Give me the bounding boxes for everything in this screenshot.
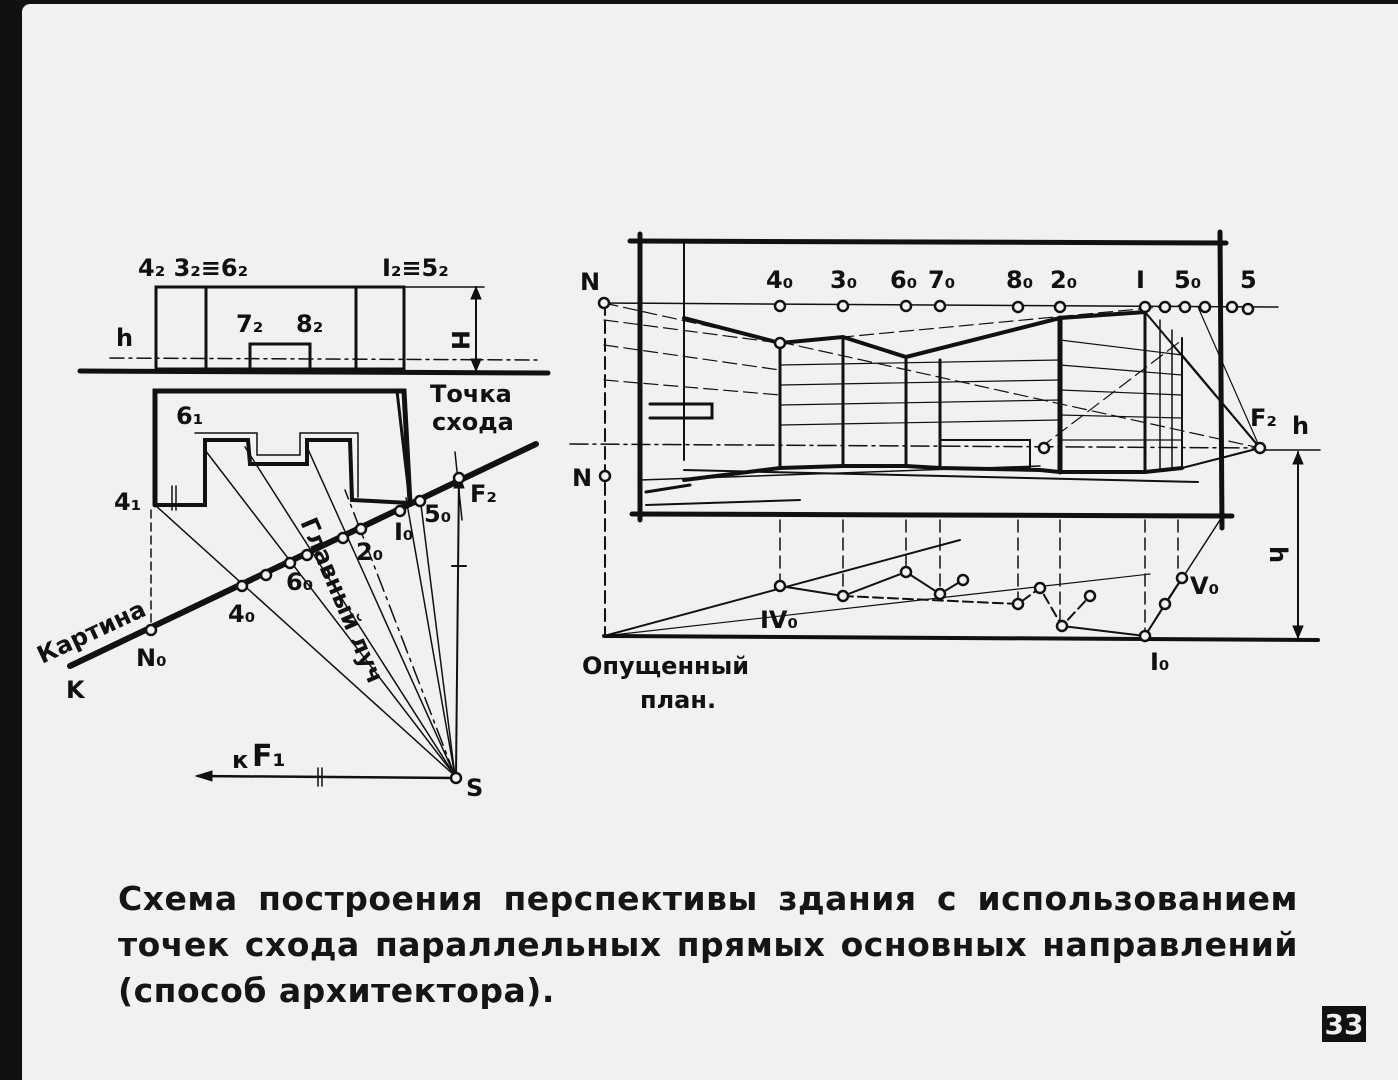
label-50: 5₀ [424, 500, 451, 528]
label-41: 4₁ [114, 488, 141, 516]
label-h-right: h [1292, 412, 1309, 440]
label-H: H [446, 330, 474, 350]
label-IV0: IV₀ [760, 606, 798, 634]
caption-line-3: (способ архитектора). [118, 971, 555, 1010]
caption-line-1: Схема построения перспективы здания с ис… [118, 879, 1298, 918]
label-N-mid: N [572, 464, 592, 492]
label-60: 6₀ [286, 568, 313, 596]
label-F2-plan: F₂ [470, 480, 497, 508]
label-vanishing-2: схода [432, 408, 514, 436]
label-p5: 5 [1240, 266, 1257, 294]
label-h-elev: h [116, 324, 133, 352]
label-h-vertical: h [1264, 546, 1292, 563]
label-K: K [66, 676, 86, 704]
label-F2-persp: F₂ [1250, 404, 1277, 432]
label-82: 8₂ [296, 310, 323, 338]
label-p50: 5₀ [1174, 266, 1201, 294]
label-S: S [466, 774, 483, 802]
label-40: 4₀ [228, 600, 255, 628]
label-F1: F₁ [252, 739, 286, 774]
label-lowered-plan-1: Опущенный [582, 652, 749, 680]
elevation-drawing [77, 285, 551, 376]
label-I0-plan: I₀ [394, 518, 413, 546]
label-V0: V₀ [1190, 572, 1219, 600]
label-p30: 3₀ [830, 266, 857, 294]
caption-line-2: точек схода параллельных прямых основных… [118, 925, 1298, 964]
label-p60: 6₀ [890, 266, 917, 294]
label-I0-persp: I₀ [1150, 648, 1169, 676]
label-N0: N₀ [136, 644, 167, 672]
plan-drawing [67, 388, 539, 787]
label-p70: 7₀ [928, 266, 955, 294]
label-61: 6₁ [176, 402, 203, 430]
label-p20: 2₀ [1050, 266, 1077, 294]
label-p40: 4₀ [766, 266, 793, 294]
label-lowered-plan-2: план. [640, 686, 716, 714]
slide [22, 4, 1398, 1080]
label-p80: 8₀ [1006, 266, 1033, 294]
label-72: 7₂ [236, 310, 263, 338]
label-N-top: N [580, 268, 600, 296]
label-vanishing-1: Точка [430, 380, 512, 408]
label-elev-left: 4₂ 3₂≡6₂ [138, 254, 248, 282]
label-I: I [1136, 266, 1145, 294]
label-to-F1-k: к [232, 746, 248, 774]
label-20: 2₀ [356, 538, 383, 566]
page-number-badge: 33 [1322, 1006, 1366, 1042]
label-elev-right: I₂≡5₂ [382, 254, 449, 282]
caption: Схема построения перспективы здания с ис… [118, 876, 1298, 1014]
perspective-drawing [569, 229, 1321, 643]
